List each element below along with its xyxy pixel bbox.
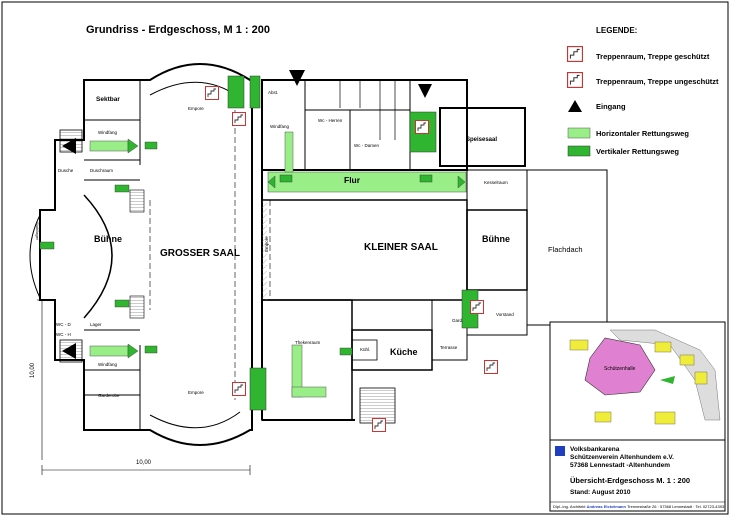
dimension-lines bbox=[37, 299, 251, 475]
grosser-saal-outline bbox=[29, 63, 253, 446]
entrance-icon bbox=[62, 343, 76, 359]
site-plan bbox=[549, 321, 726, 441]
plan-title: Grundriss - Erdgeschoss, M 1 : 200 bbox=[86, 24, 270, 36]
vertical-route-swatch bbox=[567, 145, 591, 157]
center-block bbox=[261, 79, 608, 424]
stage-stair-bottom bbox=[129, 295, 145, 319]
stair-protected-icon bbox=[567, 46, 583, 62]
wall-hatch bbox=[262, 200, 267, 300]
stair-unprotected-icon bbox=[567, 72, 583, 88]
horizontal-route-swatch bbox=[567, 127, 591, 139]
route-arrows bbox=[127, 138, 466, 359]
title-block bbox=[549, 439, 726, 512]
entrance-icon bbox=[568, 100, 582, 112]
stage-stair-top bbox=[129, 189, 145, 213]
exit-signs bbox=[39, 141, 433, 356]
entrance-markers bbox=[62, 70, 432, 359]
horizontal-escape-routes bbox=[89, 131, 467, 398]
architect-logo bbox=[555, 446, 565, 456]
entrance-icon bbox=[418, 84, 432, 98]
legend-symbols bbox=[567, 46, 591, 157]
entrance-icon bbox=[62, 138, 76, 154]
entrance-icon bbox=[289, 70, 305, 86]
